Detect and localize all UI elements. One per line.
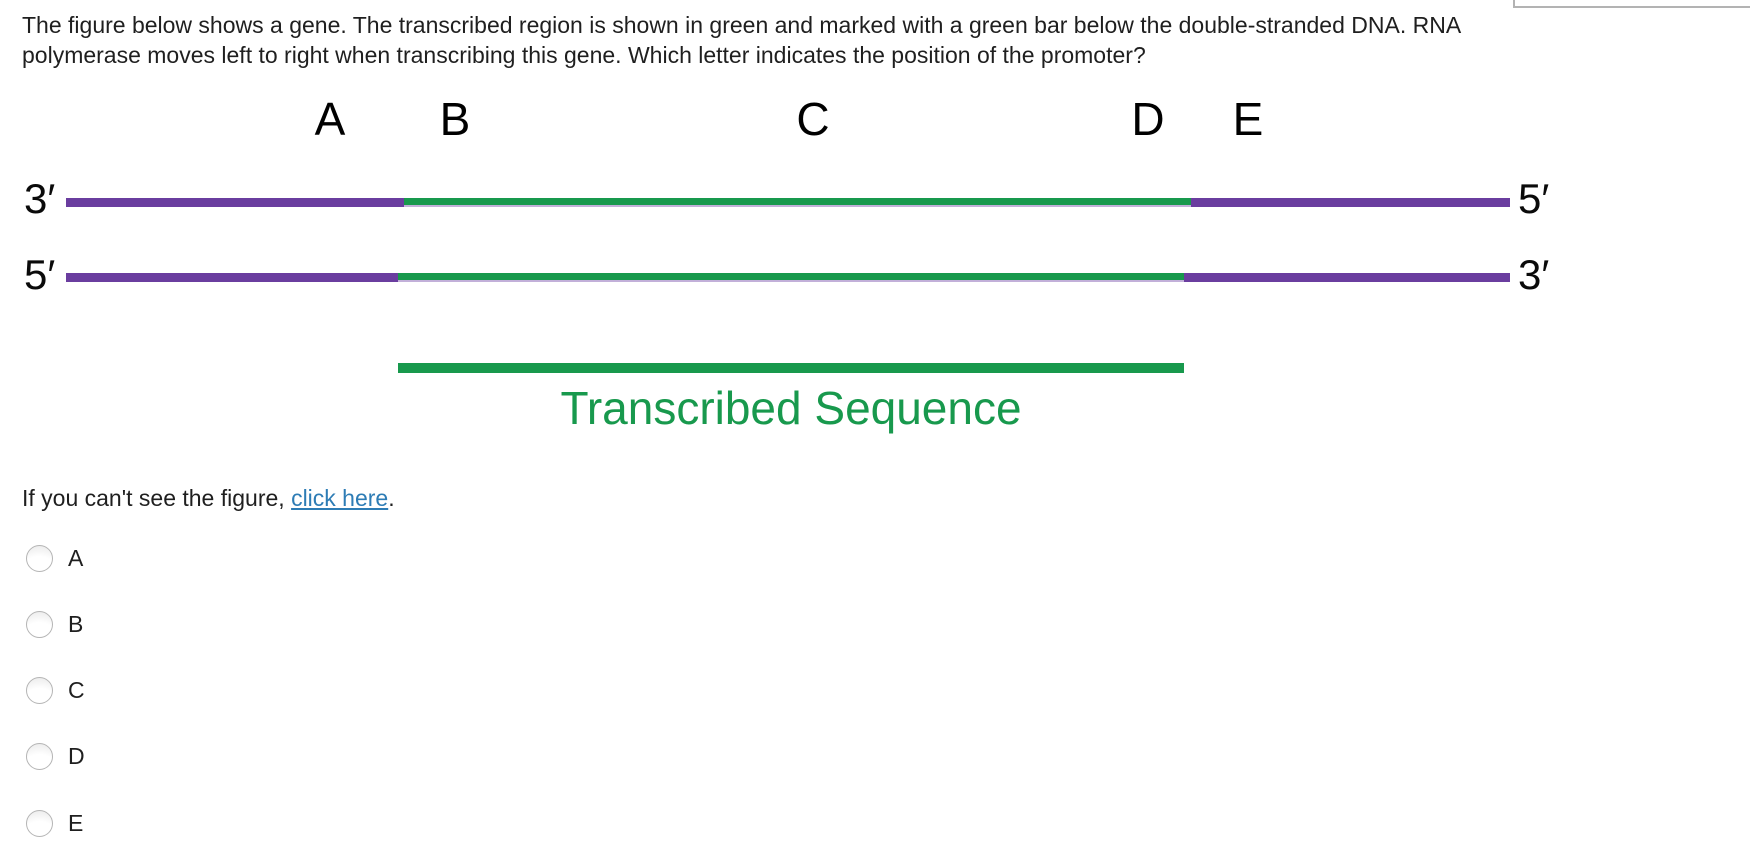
answer-option-label-a: A — [68, 544, 84, 571]
fallback-prefix: If you can't see the figure, — [22, 485, 292, 511]
transcribed-sequence-bar — [398, 363, 1184, 373]
answer-option-row-d[interactable]: D — [26, 742, 85, 770]
answer-option-row-a[interactable]: A — [26, 544, 83, 572]
top-strand-transcribed-segment — [404, 198, 1191, 207]
answer-option-label-d: D — [68, 742, 85, 769]
answer-option-label-b: B — [68, 610, 84, 637]
bottom-strand-transcribed-segment — [398, 273, 1184, 282]
bottom-strand-upstream-segment — [66, 273, 398, 282]
answer-option-label-e: E — [68, 809, 84, 836]
answer-option-row-e[interactable]: E — [26, 809, 83, 837]
figure-letter-d: D — [1131, 93, 1165, 145]
radio-button-a[interactable] — [26, 544, 53, 572]
fallback-suffix: . — [388, 485, 395, 511]
transcribed-sequence-label: Transcribed Sequence — [560, 382, 1022, 434]
bottom-strand-left-end-label: 5′ — [24, 251, 56, 298]
top-strand-downstream-segment — [1191, 198, 1510, 207]
figure-fallback-line: If you can't see the figure, click here. — [22, 483, 395, 513]
question-text: The figure below shows a gene. The trans… — [22, 10, 1461, 70]
bottom-strand-right-end-label: 3′ — [1518, 251, 1550, 298]
click-here-link[interactable]: click here — [291, 485, 389, 511]
radio-button-c[interactable] — [26, 676, 53, 704]
radio-button-b[interactable] — [26, 610, 53, 638]
radio-button-d[interactable] — [26, 742, 53, 770]
answer-option-row-b[interactable]: B — [26, 610, 83, 638]
answer-option-label-c: C — [68, 676, 85, 703]
top-strand-left-end-label: 3′ — [24, 175, 56, 222]
radio-button-e[interactable] — [26, 809, 53, 837]
figure-letter-a: A — [314, 93, 346, 145]
question-line-1: The figure below shows a gene. The trans… — [22, 12, 1462, 38]
figure-letter-b: B — [439, 93, 471, 145]
offscreen-panel-corner-border — [1513, 0, 1750, 8]
question-line-2: polymerase moves left to right when tran… — [22, 42, 1146, 68]
answer-option-row-c[interactable]: C — [26, 676, 85, 704]
figure-letter-e: E — [1232, 93, 1264, 145]
top-strand-right-end-label: 5′ — [1518, 175, 1550, 222]
bottom-strand-downstream-segment — [1184, 273, 1510, 282]
top-strand-upstream-segment — [66, 198, 404, 207]
figure-letter-c: C — [796, 93, 830, 145]
